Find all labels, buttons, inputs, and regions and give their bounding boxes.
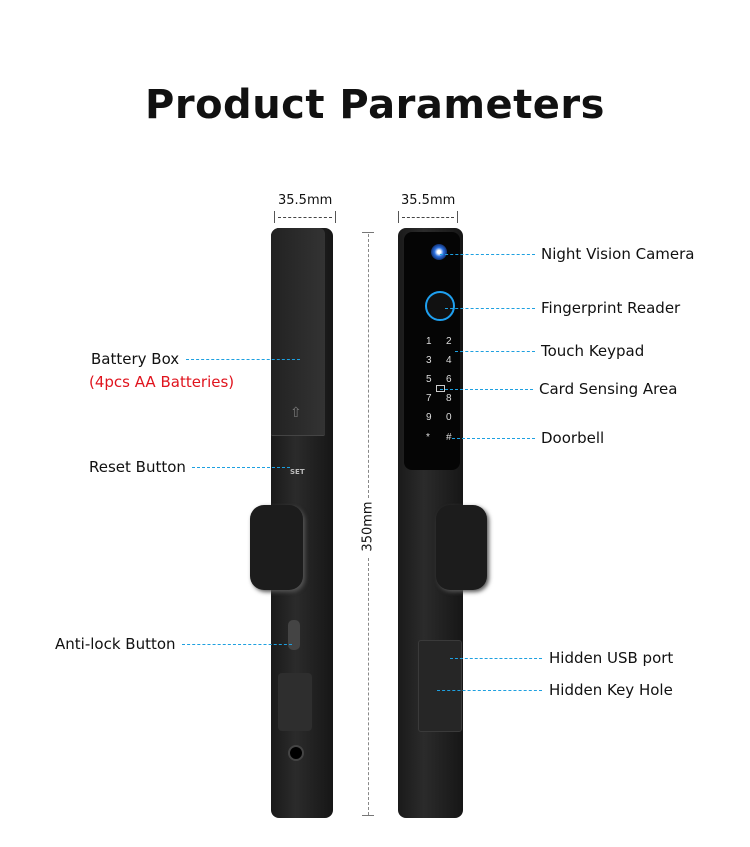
key-5[interactable]: 5 xyxy=(426,374,432,385)
key-6[interactable]: 6 xyxy=(446,374,452,385)
key-8[interactable]: 8 xyxy=(446,393,452,404)
key-hash-doorbell[interactable]: # xyxy=(446,432,452,443)
label-battery-box: Battery Box xyxy=(91,350,180,368)
leader-anti-lock xyxy=(182,644,292,645)
card-icon xyxy=(436,385,445,392)
leader-battery-box xyxy=(186,359,300,360)
handle-knob-left xyxy=(250,505,303,590)
arrow-up-icon: ⇧ xyxy=(290,405,302,421)
width-right-bracket xyxy=(398,211,458,223)
height-line-bottom xyxy=(368,558,369,815)
height-bottom-tick xyxy=(362,815,374,816)
label-keypad: Touch Keypad xyxy=(541,342,645,360)
label-reset-button: Reset Button xyxy=(89,458,186,476)
keyhole-icon xyxy=(288,745,304,761)
key-4[interactable]: 4 xyxy=(446,355,452,366)
height-label: 350mm xyxy=(360,501,376,552)
key-2[interactable]: 2 xyxy=(446,336,452,347)
label-anti-lock: Anti-lock Button xyxy=(55,635,176,653)
fingerprint-sensor xyxy=(425,291,455,321)
handle-knob-right xyxy=(436,505,487,590)
leader-usb xyxy=(450,658,542,659)
key-7[interactable]: 7 xyxy=(426,393,432,404)
battery-cover xyxy=(271,228,325,436)
set-label: SET xyxy=(290,468,305,476)
page-title: Product Parameters xyxy=(145,82,605,128)
width-right-label: 35.5mm xyxy=(401,193,456,208)
label-fingerprint: Fingerprint Reader xyxy=(541,299,681,317)
leader-doorbell xyxy=(452,438,535,439)
label-keyhole: Hidden Key Hole xyxy=(549,681,673,699)
key-9[interactable]: 9 xyxy=(426,412,432,423)
label-camera: Night Vision Camera xyxy=(541,245,695,263)
key-3[interactable]: 3 xyxy=(426,355,432,366)
leader-keypad xyxy=(455,351,535,352)
key-star[interactable]: * xyxy=(426,432,430,443)
back-panel xyxy=(278,673,312,731)
leader-camera xyxy=(440,254,535,255)
front-glass-panel xyxy=(404,232,460,470)
width-left-label: 35.5mm xyxy=(278,193,333,208)
leader-fingerprint xyxy=(445,308,535,309)
key-0[interactable]: 0 xyxy=(446,412,452,423)
label-doorbell: Doorbell xyxy=(541,429,605,447)
label-card: Card Sensing Area xyxy=(539,380,678,398)
label-usb: Hidden USB port xyxy=(549,649,674,667)
hidden-cover xyxy=(418,640,462,732)
leader-reset-button xyxy=(192,467,290,468)
height-top-tick xyxy=(362,232,374,233)
camera-icon xyxy=(431,244,447,260)
height-line-top xyxy=(368,234,369,498)
width-left-bracket xyxy=(274,211,336,223)
anti-lock-switch xyxy=(288,620,300,650)
key-1[interactable]: 1 xyxy=(426,336,432,347)
leader-keyhole xyxy=(437,690,542,691)
leader-card xyxy=(440,389,533,390)
label-battery-note: (4pcs AA Batteries) xyxy=(89,373,235,391)
